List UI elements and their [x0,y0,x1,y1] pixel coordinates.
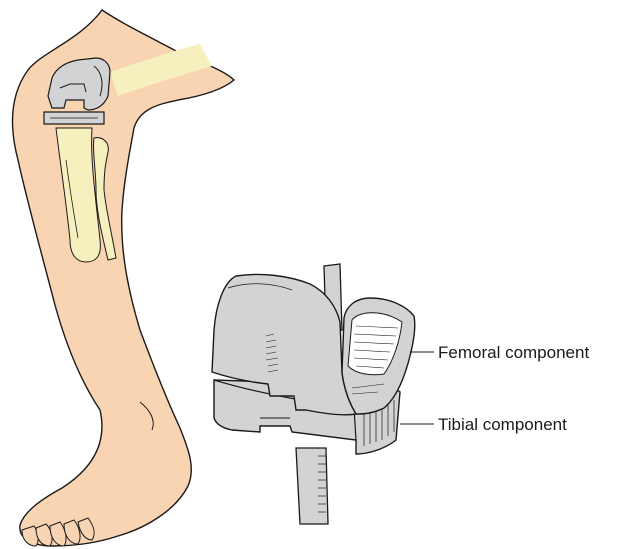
femoral-component-label: Femoral component [438,343,589,362]
tibial-stem [296,448,328,524]
leg-illustration [13,10,234,546]
knee-implant-detail: Femoral component Tibial component [212,264,589,524]
tibial-component-label: Tibial component [438,415,567,434]
